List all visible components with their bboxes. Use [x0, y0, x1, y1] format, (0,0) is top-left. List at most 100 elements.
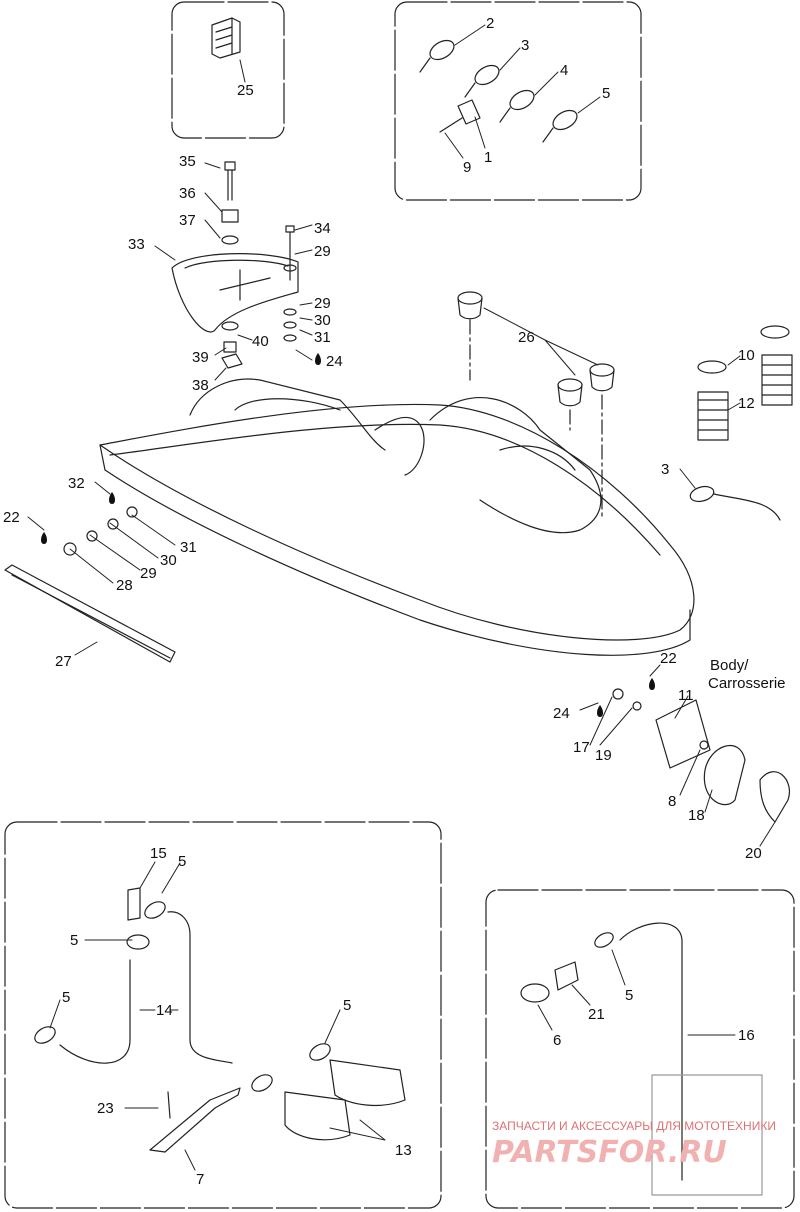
hull-body [99, 378, 695, 656]
callout-15: 15 [150, 845, 167, 862]
callout-7: 7 [196, 1171, 204, 1188]
body-label-line1: Body/ [710, 657, 749, 674]
callout-29: 29 [140, 565, 157, 582]
part-4-clamp [499, 89, 535, 123]
part-3-clamp [464, 64, 500, 98]
callout-31: 31 [314, 329, 331, 346]
callout-35: 35 [179, 153, 196, 170]
part-25-bracket [211, 17, 241, 59]
callout-28: 28 [116, 577, 133, 594]
callout-20: 20 [745, 845, 762, 862]
callout-36: 36 [179, 185, 196, 202]
part-5-clamp-vent [594, 932, 614, 948]
part-26-vent-c [589, 363, 615, 392]
callout-29: 29 [314, 243, 331, 260]
part-29-washer-b [283, 308, 297, 316]
part-14-hose [59, 911, 233, 1064]
callout-labels: 1 2 3 4 5 9 25 35 36 37 33 34 29 29 30 3… [3, 15, 762, 1188]
callout-22: 22 [3, 509, 20, 526]
part-35-bolt [224, 161, 236, 201]
part-9-screw [439, 117, 463, 133]
callout-6: 6 [553, 1032, 561, 1049]
callout-29: 29 [314, 295, 331, 312]
part-33-grab-handle [171, 253, 299, 333]
rub-rail-fasteners [63, 506, 138, 556]
leader-lines [27, 24, 776, 1171]
callout-14: 14 [156, 1002, 173, 1019]
callout-5: 5 [343, 997, 351, 1014]
part-26-vent-a [457, 291, 483, 320]
callout-8: 8 [668, 793, 676, 810]
callout-18: 18 [688, 807, 705, 824]
part-13-fuel-tanks [284, 1059, 406, 1141]
part-29-washer-a [283, 264, 297, 272]
part-27-rub-rail [4, 564, 176, 663]
callout-11: 11 [678, 687, 694, 704]
part-26-vent-b [557, 378, 583, 407]
part-1-nut-plate [457, 99, 481, 125]
part-2-clamp [419, 39, 455, 73]
part-16-vent-hose [619, 922, 683, 1181]
callout-39: 39 [192, 349, 209, 366]
callout-22: 22 [660, 650, 677, 667]
part-12-filter-b [761, 354, 793, 406]
vent-center-lines [469, 319, 603, 521]
support-small-parts [612, 688, 709, 750]
part-23-screw [167, 1091, 171, 1119]
callout-5: 5 [70, 932, 78, 949]
callout-12: 12 [738, 395, 755, 412]
part-5-clamps-fuel [34, 901, 331, 1092]
part-15-fitting [127, 887, 141, 921]
part-6-cap [520, 983, 550, 1003]
callout-33: 33 [128, 236, 145, 253]
part-31-nut [283, 334, 297, 342]
part-11-plate [655, 699, 711, 769]
callout-17: 17 [573, 739, 590, 756]
callout-16: 16 [738, 1027, 755, 1044]
part-37-washer [221, 235, 239, 245]
callout-38: 38 [192, 377, 209, 394]
part-40-washer [221, 321, 239, 331]
callout-5: 5 [62, 989, 70, 1006]
part-18-support [703, 744, 746, 806]
inset-box-vent-hose [485, 889, 795, 1209]
callout-9: 9 [463, 159, 471, 176]
callout-31: 31 [180, 539, 197, 556]
battery-ghost [651, 1074, 763, 1196]
callout-27: 27 [55, 653, 72, 670]
part-38-spacer [221, 353, 243, 369]
callout-34: 34 [314, 220, 331, 237]
callout-40: 40 [252, 333, 269, 350]
callout-3: 3 [661, 461, 669, 478]
part-10-cap-a [697, 360, 727, 374]
callout-30: 30 [160, 552, 177, 569]
callout-24: 24 [326, 353, 343, 370]
callout-1: 1 [484, 149, 492, 166]
callout-2: 2 [486, 15, 494, 32]
watermark-tagline: ЗАПЧАСТИ И АКСЕССУАРЫ ДЛЯ МОТОТЕХНИКИ [492, 1119, 776, 1133]
callout-13: 13 [395, 1142, 412, 1159]
callout-3: 3 [521, 37, 529, 54]
part-36-nut [221, 209, 239, 223]
part-30-washer [283, 321, 297, 329]
part-20-cover [759, 771, 790, 823]
callout-19: 19 [595, 747, 612, 764]
callout-30: 30 [314, 312, 331, 329]
callout-32: 32 [68, 475, 85, 492]
callout-24: 24 [553, 705, 570, 722]
part-10-cap-b [760, 325, 790, 339]
part-39-nut [223, 341, 237, 353]
part-34-bolt [285, 225, 295, 281]
part-21-valve [554, 961, 579, 991]
inset-box-fuel-hoses [4, 821, 442, 1209]
callout-26: 26 [518, 329, 535, 346]
callout-5: 5 [178, 853, 186, 870]
callout-25: 25 [237, 82, 254, 99]
sealant-drops [41, 353, 655, 717]
inset-box-clamps [394, 1, 642, 201]
callout-23: 23 [97, 1100, 114, 1117]
part-3-clamp-b [689, 485, 781, 521]
callout-5: 5 [625, 987, 633, 1004]
part-5-clamp [542, 109, 578, 143]
